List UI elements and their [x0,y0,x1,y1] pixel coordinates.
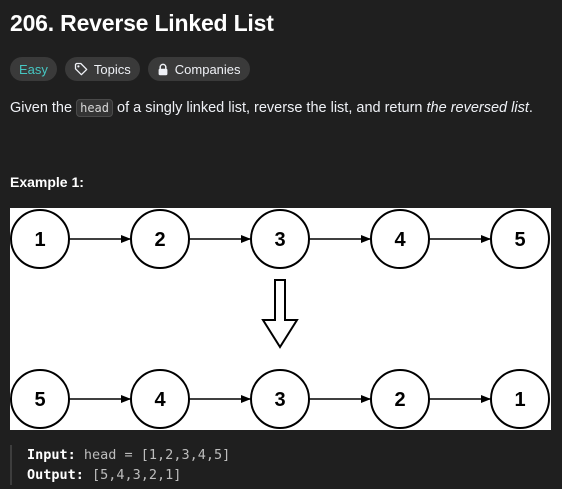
original-node-label-4: 5 [514,229,525,251]
original-node-label-3: 4 [394,229,406,251]
reversed-node-label-2: 3 [274,389,285,411]
tag-row: Easy Topics Companies [10,57,250,81]
difficulty-label: Easy [19,61,48,77]
original-node-label-0: 1 [34,229,45,251]
desc-text-pre: Given the [10,100,77,116]
lock-icon [157,63,169,76]
example-output-line: Output: [5,4,3,2,1] [27,465,230,485]
example-heading: Example 1: [10,174,84,190]
problem-description: Given the head of a singly linked list, … [10,97,533,119]
reversed-node-label-0: 5 [34,389,45,411]
linked-list-diagram: 1 2 3 4 5 5 4 3 2 1 [10,208,551,430]
desc-text-mid: of a singly linked list, reverse the lis… [113,100,427,116]
input-value: head = [1,2,3,4,5] [75,447,231,463]
companies-button[interactable]: Companies [147,57,250,81]
original-node-4 [490,209,550,269]
desc-text-post: . [528,100,533,116]
inline-code-head: head [76,99,113,117]
original-node-label-1: 2 [154,229,165,251]
output-value: [5,4,3,2,1] [83,467,182,483]
difficulty-badge[interactable]: Easy [10,57,57,81]
reversed-node-label-4: 1 [514,389,525,411]
problem-title: 206. Reverse Linked List [10,10,274,36]
reversed-list: 5 4 3 2 1 [10,369,550,429]
desc-emphasis: the reversed list [426,100,529,116]
reversed-node-label-1: 4 [154,389,166,411]
original-list: 1 2 3 4 5 [10,209,550,269]
tag-icon [74,62,88,76]
companies-label: Companies [174,61,241,77]
output-label: Output: [27,467,84,483]
topics-button[interactable]: Topics [64,57,140,81]
down-arrow-icon [261,279,299,349]
example-input-line: Input: head = [1,2,3,4,5] [27,445,230,465]
original-node-label-2: 3 [274,229,285,251]
input-label: Input: [27,447,76,463]
reversed-node-4 [490,369,550,429]
example-io-block: Input: head = [1,2,3,4,5] Output: [5,4,3… [10,445,230,485]
reversed-node-label-3: 2 [394,389,405,411]
topics-label: Topics [93,61,131,77]
